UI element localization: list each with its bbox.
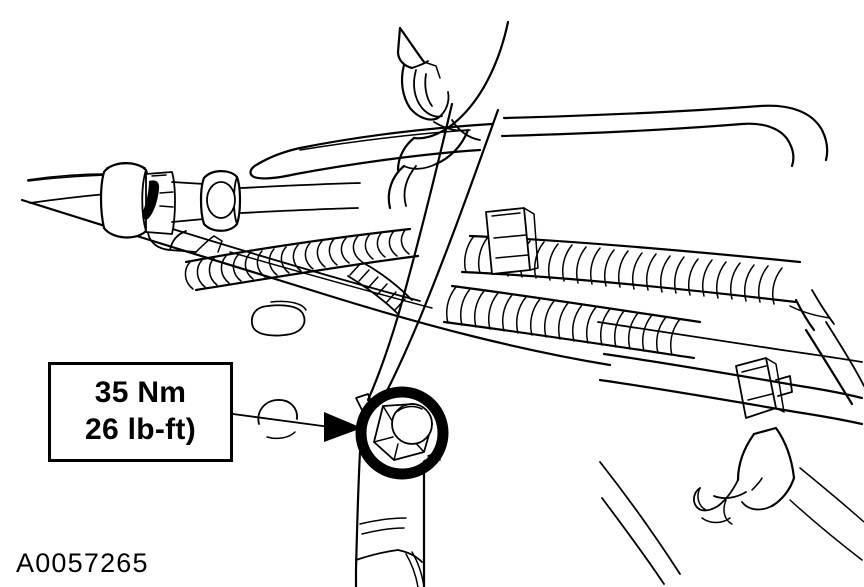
clip-block-middle	[485, 207, 539, 275]
drawing-group	[20, 20, 864, 587]
retaining-clip-top	[387, 20, 510, 210]
bracket-slot-lower	[257, 399, 298, 440]
hook-bracket-lower-right	[693, 426, 796, 525]
tube-upper-right	[500, 104, 829, 168]
torque-value-lbft: 26 lb-ft)	[84, 413, 197, 446]
torque-value-nm: 35 Nm	[94, 376, 187, 410]
callout-arrow	[232, 412, 362, 442]
cable-grommet-small	[199, 170, 242, 232]
torque-callout-box: 35 Nm 26 lb-ft)	[48, 362, 233, 462]
bracket-slot-upper	[250, 300, 307, 337]
right-edge-struts	[789, 289, 864, 406]
lower-right-diagonals	[599, 461, 864, 585]
grommet-clip-bracket	[147, 230, 223, 253]
coiled-conduit-left	[184, 227, 420, 292]
central-diagonal-bar	[366, 102, 500, 402]
cable-right-of-grommet	[240, 182, 361, 214]
tube-lower-right	[597, 321, 864, 426]
rod-tip-left	[249, 122, 494, 180]
grommet-connecting-shaft	[171, 181, 205, 223]
coiled-conduit-right-lower	[442, 284, 702, 360]
figure-id-label: A0057265	[16, 548, 149, 578]
hex-bolt-head	[355, 386, 449, 480]
cable-grommet-large	[99, 162, 176, 239]
